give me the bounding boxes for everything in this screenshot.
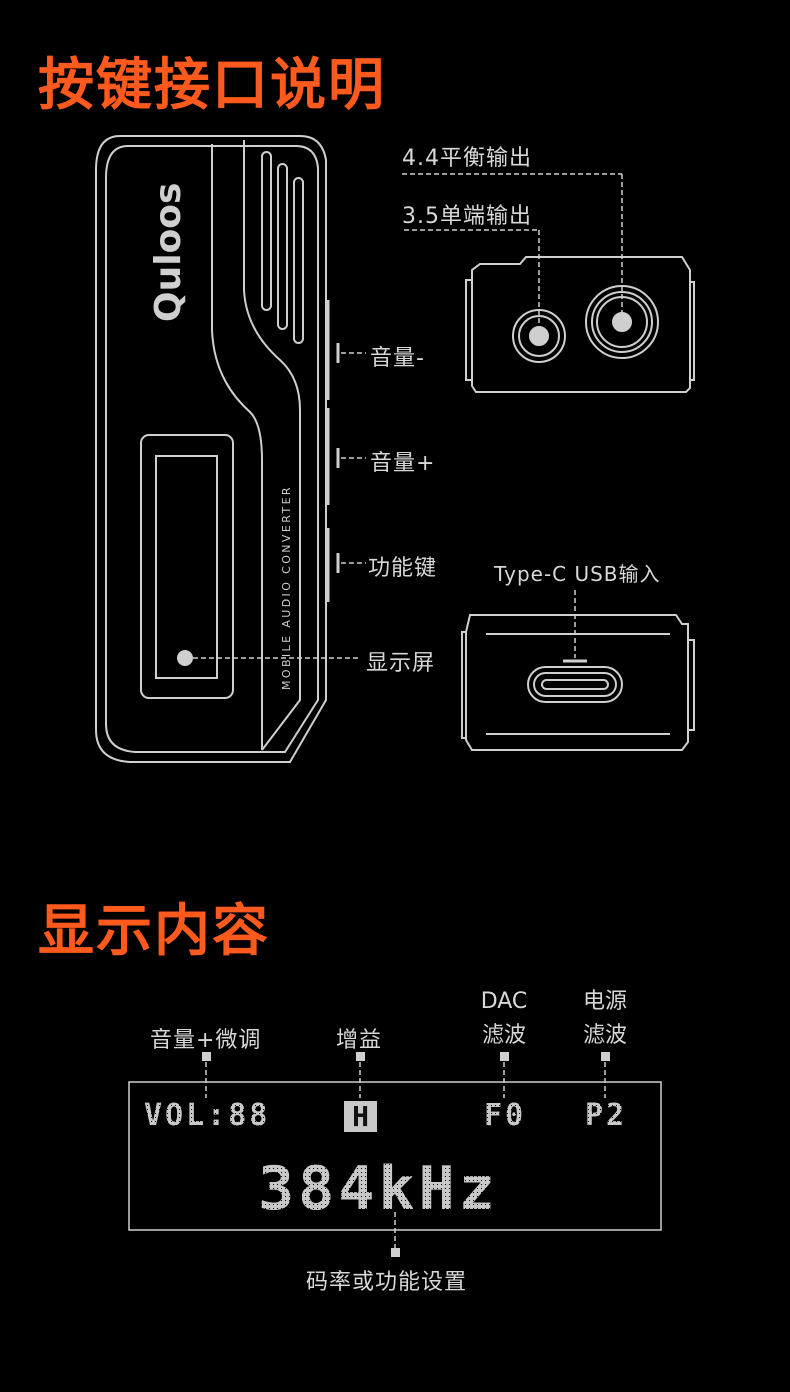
label-volume-down: 音量-: [370, 346, 425, 371]
label-display: 显示屏: [366, 651, 436, 676]
brand-logo: Qulоos: [148, 182, 189, 322]
section-title-buttons-ports: 按键接口说明: [38, 53, 386, 118]
lcd-volume: VOL:88: [144, 1098, 271, 1133]
device-model-text: MOBILE AUDIO CONVERTER: [280, 485, 293, 690]
device-inner-outline: [105, 145, 319, 753]
label-usb-input: Type-C USB输入: [494, 562, 661, 586]
vent-slot: [261, 151, 272, 311]
display-marker-dot: [177, 650, 193, 666]
label-function-key: 功能键: [368, 556, 438, 581]
callout-rate: 码率或功能设置: [306, 1270, 468, 1295]
device-outer-outline: [95, 135, 327, 763]
top-view-outline: [471, 256, 691, 393]
callout-dac-filter: DAC 滤波: [480, 989, 528, 1048]
device-contour-2: [243, 140, 301, 751]
usb-c-port: [527, 666, 623, 703]
screen-bezel: [140, 434, 234, 699]
callout-volume: 音量+微调: [150, 1028, 262, 1053]
bottom-view-outline: [465, 614, 689, 751]
vent-slot: [277, 163, 288, 330]
section-title-display-content: 显示内容: [38, 899, 270, 964]
jack-4-4mm: [585, 285, 659, 359]
device-contour: [211, 144, 263, 750]
jack-3-5mm: [512, 309, 566, 363]
vent-slot: [293, 177, 304, 344]
label-volume-up: 音量+: [370, 451, 436, 476]
label-balanced-output: 4.4平衡输出: [402, 146, 532, 171]
label-single-ended-output: 3.5单端输出: [402, 204, 532, 229]
callout-gain: 增益: [336, 1028, 383, 1053]
lcd-dac-filter: F0: [484, 1098, 527, 1133]
screen-panel: [155, 455, 218, 679]
lcd-power-filter: P2: [585, 1098, 628, 1133]
lcd-rate: 384kHz: [258, 1154, 499, 1224]
callout-power-filter: 电源 滤波: [582, 989, 627, 1048]
lcd-gain: H: [344, 1101, 377, 1132]
